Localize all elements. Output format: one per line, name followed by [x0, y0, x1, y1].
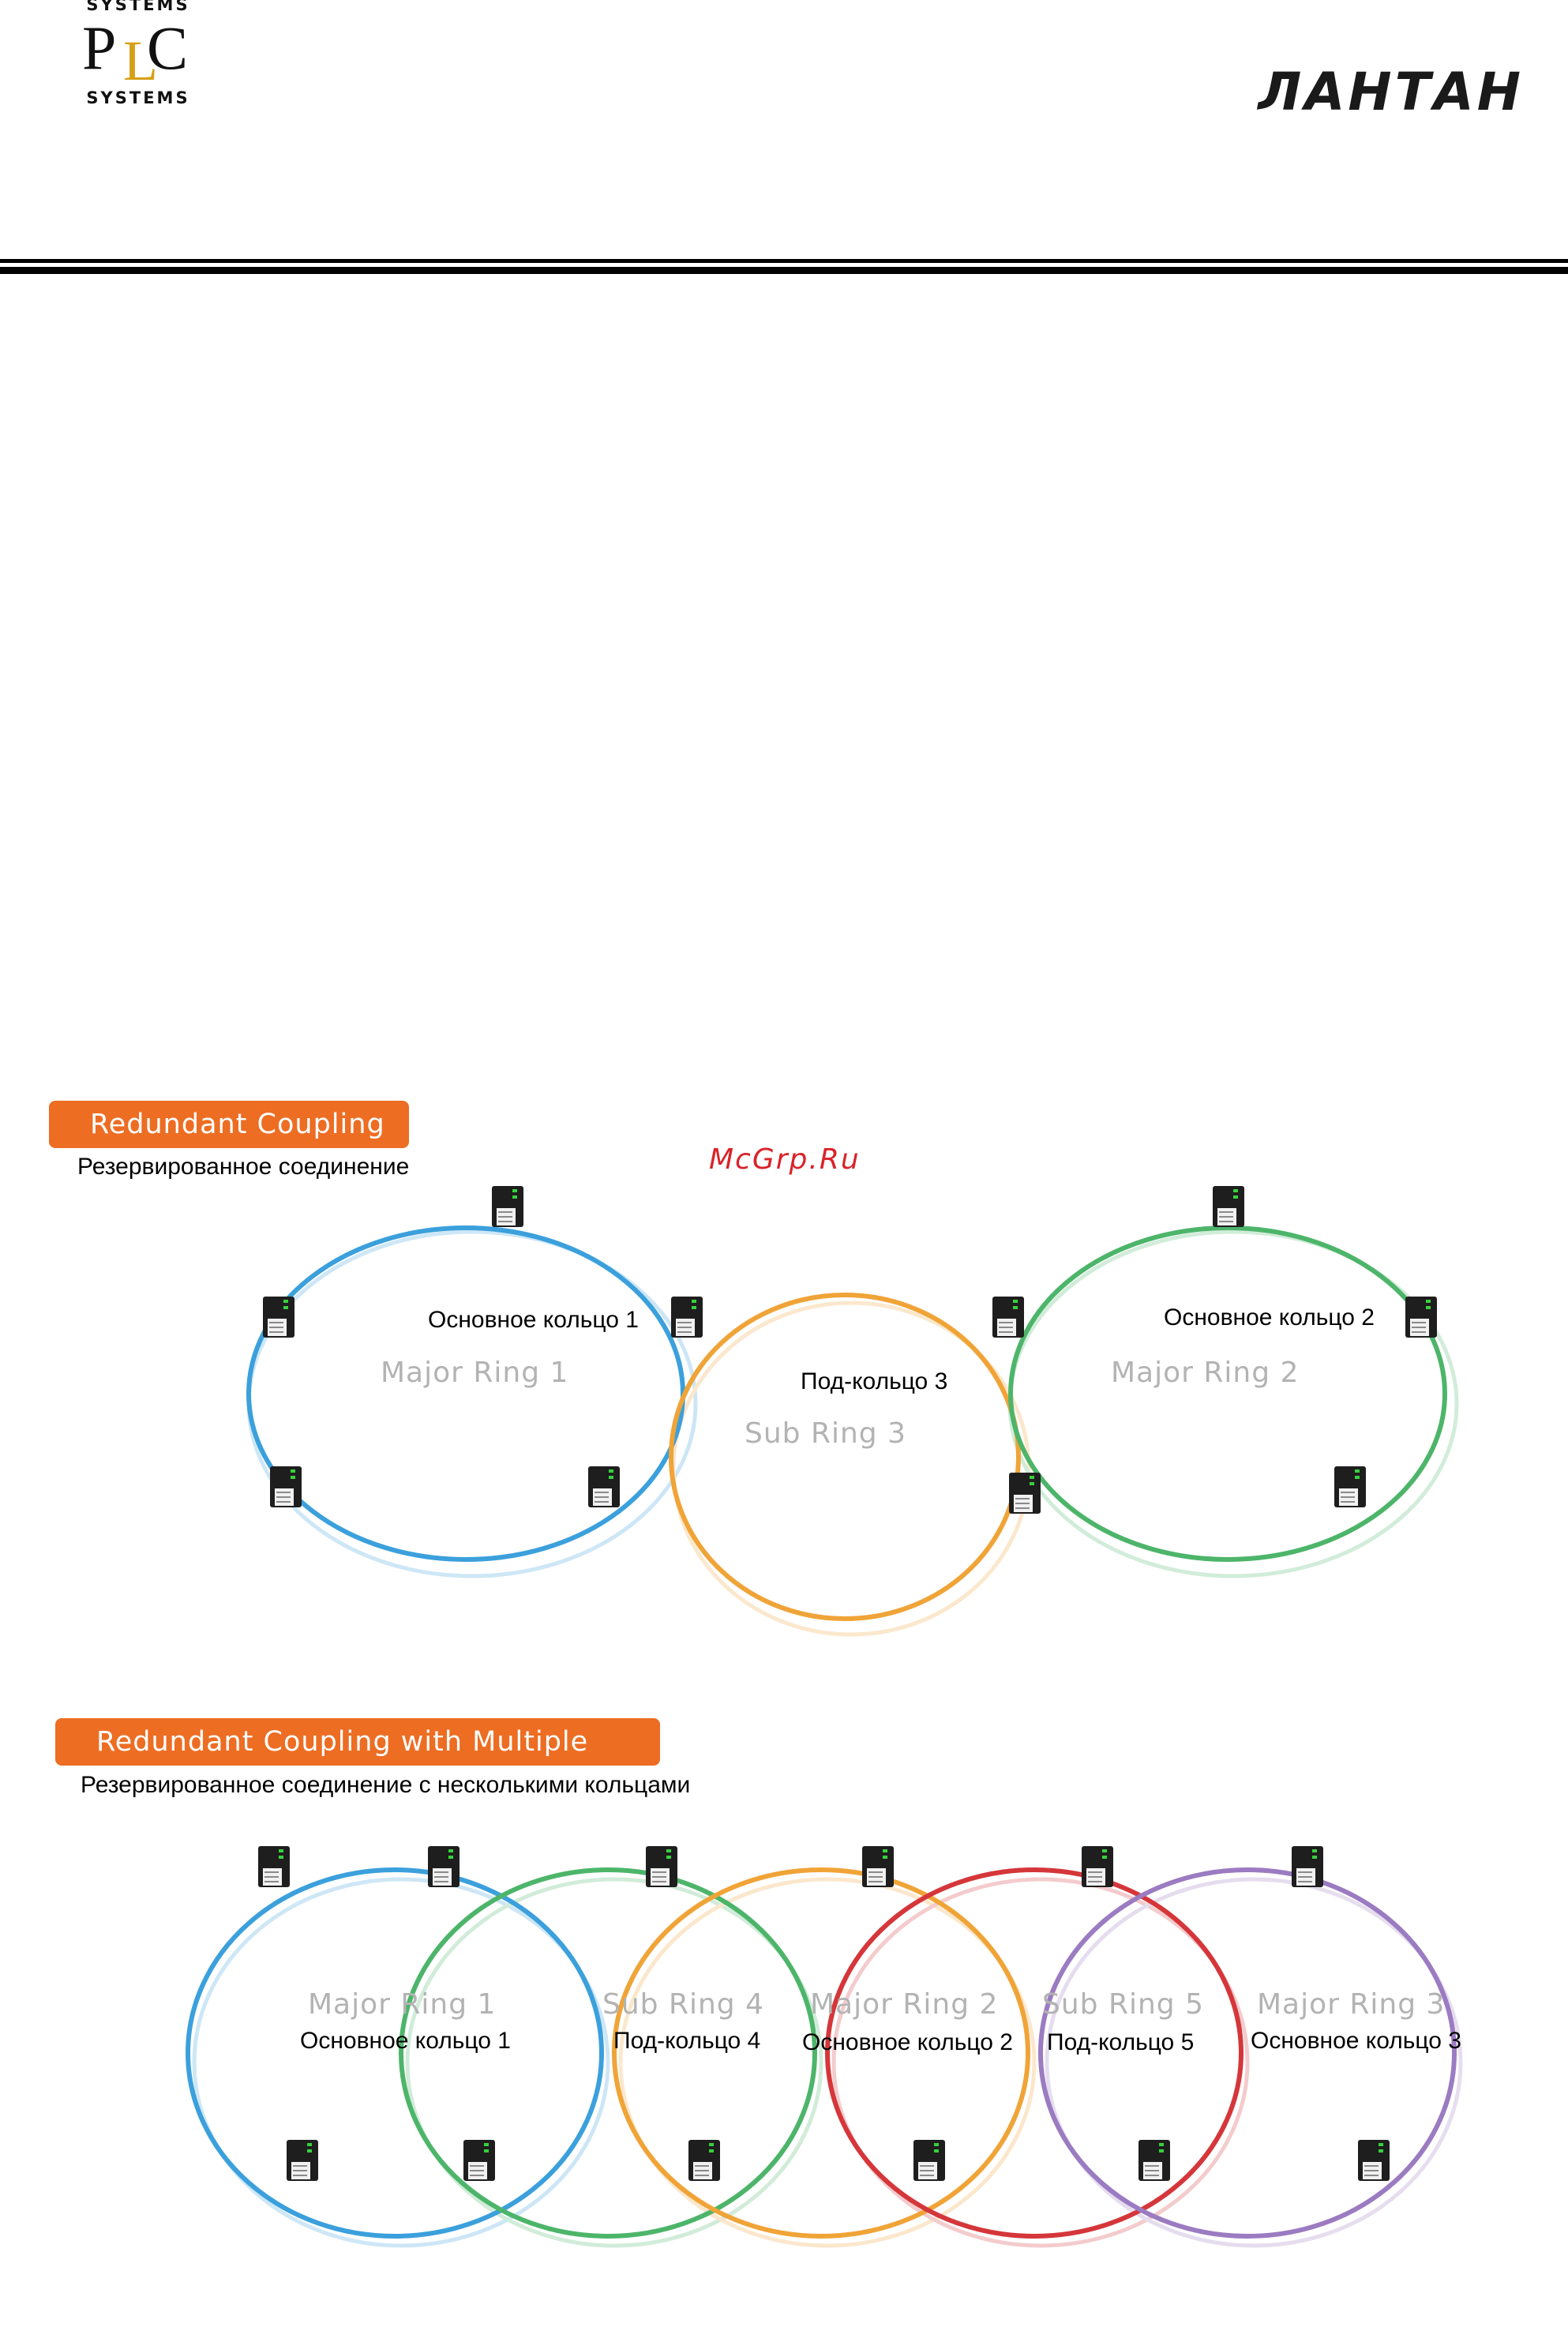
switch-icon	[270, 1466, 302, 1507]
logo-letters: P L C	[82, 11, 201, 98]
watermark: McGrp.Ru	[709, 1143, 861, 1176]
switch-icon	[992, 1297, 1024, 1338]
switch-icon	[1292, 1846, 1323, 1887]
major-ring-2-en-label: Major Ring 2	[810, 1988, 999, 2021]
logo-letter-p: P	[82, 13, 117, 82]
sub-ring-5-ru-label: Под-кольцо 5	[1047, 2029, 1195, 2055]
switch-icon	[671, 1297, 703, 1338]
switch-icon	[428, 1846, 460, 1887]
switch-icon	[463, 2140, 495, 2181]
switch-icon	[1334, 1466, 1366, 1507]
sub-ring-5-path	[825, 1867, 1244, 2239]
switch-icon	[646, 1846, 677, 1887]
switch-icon	[263, 1297, 294, 1338]
switch-icon	[1138, 2140, 1170, 2181]
redundant-coupling-banner: Redundant Coupling	[49, 1101, 409, 1148]
logo-letter-l: L	[123, 29, 158, 92]
major-ring-1-path	[186, 1867, 604, 2239]
sub-ring-3-path	[669, 1293, 1021, 1621]
major-ring-2-path	[612, 1867, 1030, 2239]
sub-ring-4-ru-label: Под-кольцо 4	[613, 2028, 761, 2054]
switch-icon	[862, 1846, 894, 1887]
switch-icon	[1009, 1473, 1041, 1514]
major-ring-1-ru-label: Основное кольцо 1	[428, 1307, 639, 1333]
major-ring-1-ru-label: Основное кольцо 1	[300, 2028, 511, 2054]
switch-icon	[287, 2140, 318, 2181]
switch-icon	[688, 2140, 720, 2181]
redundant-coupling-caption: Резервированное соединение	[77, 1154, 410, 1180]
major-ring-1-en-label: Major Ring 1	[308, 1988, 497, 2021]
major-ring-2-ru-label: Основное кольцо 2	[802, 2029, 1013, 2055]
logo-bottom-text: SYSTEMS	[86, 88, 190, 107]
switch-icon	[1213, 1186, 1244, 1227]
header-rule-thick	[0, 267, 1568, 274]
sub-ring-4-en-label: Sub Ring 4	[602, 1988, 764, 2021]
major-ring-3-en-label: Major Ring 3	[1257, 1988, 1446, 2021]
sub-ring-3-en-label: Sub Ring 3	[745, 1417, 906, 1450]
multiple-rings-banner: Redundant Coupling with Multiple Rings	[55, 1718, 660, 1805]
major-ring-2-ru-label: Основное кольцо 2	[1164, 1304, 1375, 1331]
major-ring-1-path	[246, 1225, 685, 1562]
major-ring-2-en-label: Major Ring 2	[1111, 1357, 1300, 1389]
logo-top-text: SYSTEMS	[86, 0, 190, 14]
switch-icon	[913, 2140, 945, 2181]
switch-icon	[492, 1186, 523, 1227]
sub-ring-5-en-label: Sub Ring 5	[1042, 1988, 1204, 2021]
switch-icon	[1405, 1297, 1437, 1338]
multiple-rings-caption: Резервированное соединение с несколькими…	[81, 1772, 691, 1798]
sub-ring-4-path	[399, 1867, 817, 2239]
major-ring-3-ru-label: Основное кольцо 3	[1251, 2028, 1461, 2054]
switch-icon	[258, 1846, 290, 1887]
sub-ring-3-ru-label: Под-кольцо 3	[801, 1368, 948, 1394]
lantan-brand-logo: ЛАНТАН	[1258, 62, 1524, 122]
switch-icon	[588, 1466, 620, 1507]
switch-icon	[1358, 2140, 1390, 2181]
switch-icon	[1082, 1846, 1113, 1887]
logo-letter-c: C	[147, 13, 189, 82]
major-ring-1-en-label: Major Ring 1	[381, 1357, 569, 1389]
major-ring-3-path	[1038, 1867, 1457, 2239]
major-ring-2-path	[1008, 1225, 1447, 1562]
plc-systems-logo: SYSTEMS P L C SYSTEMS	[79, 0, 197, 111]
header-rule-thin	[0, 259, 1568, 263]
